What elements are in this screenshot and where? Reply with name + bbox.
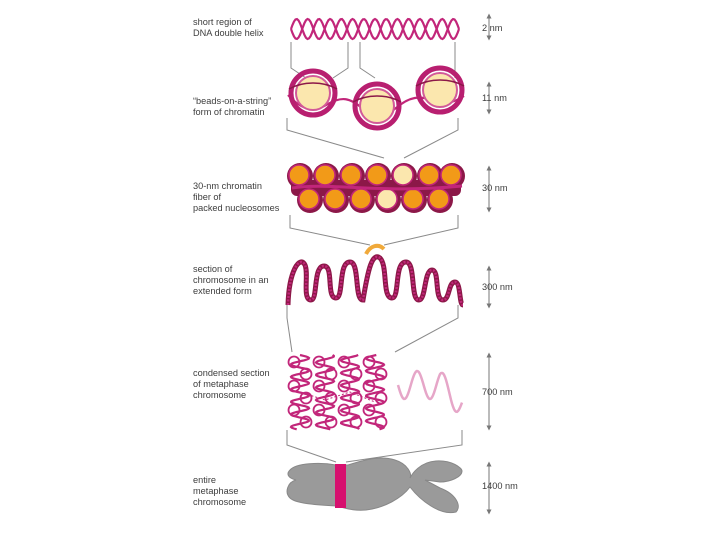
fiber-nucleosome — [367, 165, 387, 185]
fiber-nucleosome — [315, 165, 335, 185]
condensed-section — [289, 355, 463, 429]
nucleosome-bead — [353, 84, 401, 128]
metaphase-chromosome — [287, 458, 462, 513]
nucleosome-bead — [416, 68, 464, 112]
fiber-nucleosome — [403, 189, 423, 209]
faded-extended-loops — [398, 371, 462, 412]
fiber-nucleosome — [351, 189, 371, 209]
fiber-nucleosome — [341, 165, 361, 185]
scale-label-30nm: 30 nm — [482, 183, 542, 193]
dna-double-helix — [291, 19, 459, 39]
fiber-nucleosome — [429, 189, 449, 209]
highlighted-fiber-segment — [366, 246, 384, 254]
label-beads-on-string: “beads-on-a-string”form of chromatin — [193, 96, 303, 118]
scale-label-2nm: 2 nm — [482, 23, 542, 33]
fiber-nucleosome — [441, 165, 461, 185]
scale-label-700nm: 700 nm — [482, 387, 542, 397]
fiber-nucleosome — [419, 165, 439, 185]
fiber-nucleosome — [325, 189, 345, 209]
fiber-nucleosome — [393, 165, 413, 185]
fiber-nucleosome — [377, 189, 397, 209]
scale-label-11nm: 11 nm — [482, 93, 542, 103]
scale-label-1400nm: 1400 nm — [482, 481, 542, 491]
chromosome-band — [335, 464, 346, 508]
extended-chromosome-section — [288, 246, 463, 305]
condensed-loop — [376, 393, 387, 404]
scale-label-300nm: 300 nm — [482, 282, 542, 292]
thirty-nm-fiber — [287, 163, 465, 213]
beads-on-a-string — [288, 68, 464, 128]
